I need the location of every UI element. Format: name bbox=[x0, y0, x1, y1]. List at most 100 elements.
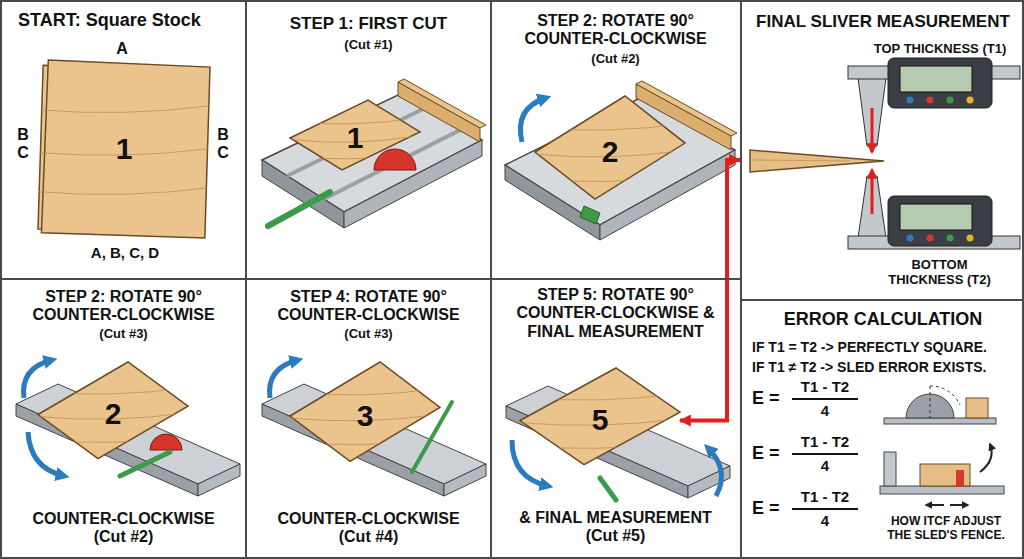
panel-text: T1 - T2 bbox=[790, 433, 860, 450]
fraction-bar bbox=[792, 508, 858, 510]
blade-icon bbox=[884, 386, 996, 424]
crosscut-sled bbox=[150, 434, 182, 450]
fence-adjust-icon bbox=[920, 464, 970, 486]
text-holder: 5 bbox=[592, 403, 609, 438]
text-holder: ERROR CALCULATION bbox=[746, 309, 1020, 330]
text-holder: E = bbox=[752, 443, 792, 464]
panel-text: COUNTER-CLOCKWISE (Cut #2) bbox=[16, 510, 231, 547]
text-holder: 2 bbox=[105, 397, 122, 432]
wood-board: 1 bbox=[38, 60, 210, 238]
crosscut-sled bbox=[688, 466, 730, 498]
panel-text: 4 bbox=[790, 402, 860, 419]
text-holder: COUNTER-CLOCKWISE (Cut #2) bbox=[16, 510, 231, 547]
board-number: 1 bbox=[116, 132, 133, 167]
text-holder: E = bbox=[752, 498, 792, 519]
text-holder: (Cut #1) bbox=[261, 38, 476, 53]
rotation-arrow bbox=[270, 360, 298, 398]
text-holder: 2 bbox=[602, 135, 619, 170]
board-face bbox=[38, 362, 188, 459]
panel-text: T1 - T2 bbox=[790, 378, 860, 395]
text-holder: 1 bbox=[347, 121, 364, 156]
blade-icon bbox=[884, 418, 996, 424]
saw-blade bbox=[374, 149, 416, 170]
wood-sliver bbox=[752, 160, 850, 161]
rotation-arrow bbox=[708, 448, 721, 496]
text-holder: (Cut #3) bbox=[16, 327, 231, 342]
rotation-arrow bbox=[28, 432, 64, 476]
text-holder: T1 - T2 bbox=[790, 433, 860, 450]
wood-grain bbox=[290, 388, 440, 444]
board-number: 5 bbox=[592, 403, 609, 438]
miter-bar bbox=[268, 192, 330, 226]
panel-text: E = bbox=[752, 443, 792, 464]
panel-heading: STEP 1: FIRST CUT bbox=[261, 14, 476, 34]
text-holder: FINAL SLIVER MEASUREMENT bbox=[746, 12, 1020, 32]
wood-grain bbox=[38, 387, 188, 442]
bottom-caliper bbox=[900, 204, 972, 230]
top-caliper bbox=[888, 58, 992, 108]
text-holder: STEP 1: FIRST CUT bbox=[261, 14, 476, 34]
text-holder: 4 bbox=[790, 512, 860, 529]
text-holder: 4 bbox=[790, 457, 860, 474]
rotation-arrow bbox=[520, 98, 546, 142]
text-holder: 4 bbox=[790, 402, 860, 419]
panel-heading: STEP 5: ROTATE 90° COUNTER-CLOCKWISE & F… bbox=[508, 286, 723, 341]
panel-heading: STEP 2: ROTATE 90° COUNTER-CLOCKWISE bbox=[16, 288, 231, 325]
text-holder: COUNTER-CLOCKWISE (Cut #4) bbox=[261, 510, 476, 547]
bottom-caliper bbox=[888, 196, 992, 246]
wood-grain bbox=[38, 106, 210, 195]
board-face bbox=[290, 362, 440, 461]
bottom-caliper bbox=[907, 235, 914, 242]
text-holder: START: Square Stock bbox=[18, 10, 238, 31]
top-caliper bbox=[848, 58, 1020, 146]
blade-icon bbox=[930, 386, 931, 418]
thickness-arrow bbox=[871, 170, 874, 214]
wood-sliver bbox=[750, 150, 884, 172]
step-panel: STEP 1: FIRST CUT (Cut #1) 1 bbox=[245, 0, 492, 280]
blade-icon bbox=[966, 398, 988, 418]
wood-grain bbox=[535, 175, 685, 182]
wood-grain bbox=[520, 393, 680, 448]
rotation-arrow bbox=[512, 440, 548, 486]
fence-adjust-icon bbox=[980, 444, 992, 472]
rotation-arrow bbox=[512, 440, 721, 496]
text-holder: STEP 2: ROTATE 90° COUNTER-CLOCKWISE bbox=[508, 12, 723, 49]
panel-text: HOW ITCF ADJUST THE SLED'S FENCE. bbox=[880, 515, 1012, 543]
fence-adjust-icon bbox=[880, 486, 1004, 494]
bottom-caliper bbox=[927, 235, 934, 242]
panel-heading: FINAL SLIVER MEASUREMENT bbox=[746, 12, 1020, 32]
fence-adjust-icon bbox=[926, 504, 944, 506]
wood-board: 5 bbox=[520, 368, 680, 473]
text-holder: HOW ITCF ADJUST THE SLED'S FENCE. bbox=[880, 515, 1012, 543]
board-face bbox=[41, 60, 210, 238]
edge-letter: B C bbox=[16, 126, 30, 163]
text-holder: B C bbox=[216, 126, 230, 163]
wood-board: 2 bbox=[535, 96, 685, 208]
wood-grain bbox=[535, 123, 685, 130]
thickness-arrow bbox=[871, 108, 874, 152]
panel-text: (Cut #3) bbox=[16, 327, 231, 342]
crosscut-sled bbox=[600, 478, 616, 500]
text-holder: T1 - T2 bbox=[790, 378, 860, 395]
text-holder: 3 bbox=[357, 399, 374, 434]
edge-letter: A bbox=[110, 40, 134, 58]
text-holder: IF T1 = T2 -> PERFECTLY SQUARE. bbox=[752, 339, 1020, 355]
panel-heading: STEP 4: ROTATE 90° COUNTER-CLOCKWISE bbox=[261, 288, 476, 325]
miter-bar bbox=[580, 206, 600, 224]
text-holder: A bbox=[110, 40, 134, 58]
wood-grain bbox=[520, 442, 680, 449]
board-face bbox=[535, 96, 685, 199]
wood-board: 1 bbox=[290, 100, 420, 176]
panel-text: (Cut #2) bbox=[508, 52, 723, 67]
rotation-arrow bbox=[24, 360, 52, 398]
panel-text: 4 bbox=[790, 457, 860, 474]
fence-adjust-icon bbox=[880, 444, 1004, 505]
step-panel: STEP 2: ROTATE 90° COUNTER-CLOCKWISE (Cut… bbox=[0, 278, 247, 559]
bottom-caliper bbox=[967, 235, 974, 242]
panel-text: E = bbox=[752, 388, 792, 409]
fraction-bar bbox=[792, 453, 858, 455]
top-caliper bbox=[927, 97, 934, 104]
rotation-arrow bbox=[270, 360, 298, 398]
step-panel: ERROR CALCULATION IF T1 = T2 -> PERFECTLY… bbox=[740, 299, 1024, 559]
